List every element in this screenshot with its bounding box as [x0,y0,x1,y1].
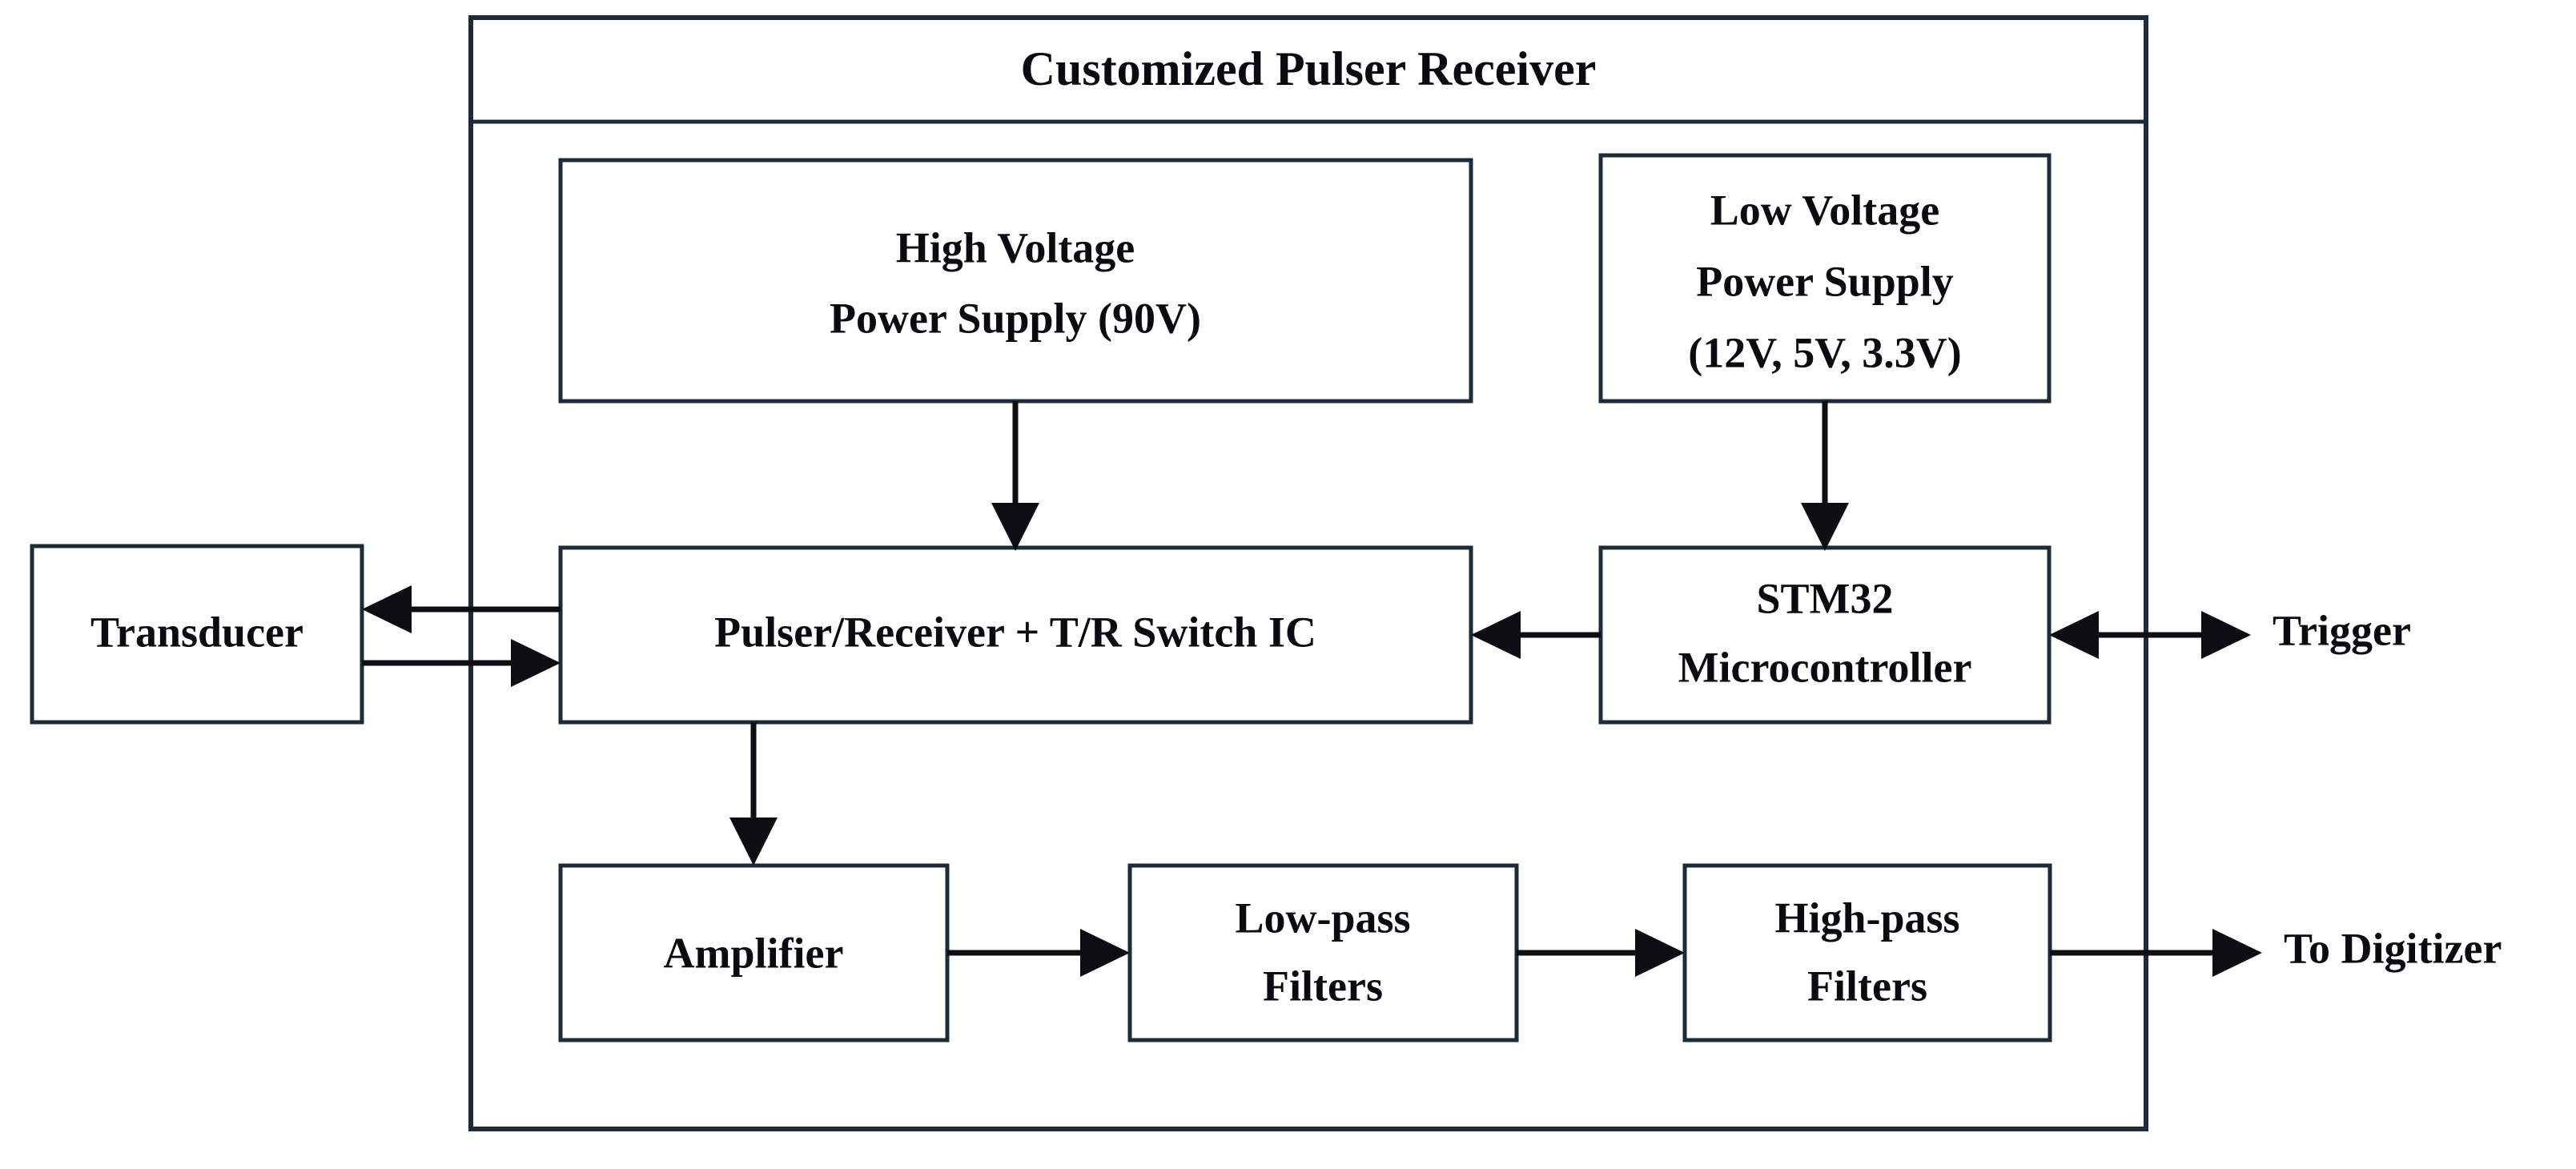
amplifier-label: Amplifier [664,929,844,977]
high-voltage-supply-label-line2: Power Supply (90V) [830,294,1201,342]
low-voltage-supply-label-line3: (12V, 5V, 3.3V) [1688,328,1962,376]
enclosure-title: Customized Pulser Receiver [1021,42,1597,95]
block-stm32-microcontroller[interactable] [1598,545,2052,725]
low-pass-filters-label-line2: Filters [1263,962,1383,1010]
block-transducer[interactable] [30,544,364,725]
connector-hv-to-pulser [991,401,1039,551]
low-pass-filters-label-line1: Low-pass [1235,894,1410,942]
stm32-label-line2: Microcontroller [1678,643,1972,691]
trigger-label: Trigger [2273,606,2411,654]
connector-stm32-to-pulser [1471,611,1601,659]
block-high-pass-filters[interactable] [1682,863,2052,1042]
connector-lowpass-to-highpass [1517,929,1685,977]
pulser-receiver-label: Pulser/Receiver + T/R Switch IC [714,608,1316,656]
transducer-label: Transducer [90,608,303,656]
high-pass-filters-label-line1: High-pass [1774,894,1959,942]
connector-pulser-to-transducer [362,585,561,633]
enclosure-outer-box [468,15,2148,1131]
stm32-label-line1: STM32 [1756,574,1893,622]
connector-amplifier-to-lowpass [947,929,1130,977]
connector-highpass-to-digitizer [2050,929,2262,977]
block-low-voltage-supply[interactable] [1598,153,2052,404]
high-pass-filters-label-line2: Filters [1807,962,1927,1010]
high-voltage-supply-label-line1: High Voltage [896,223,1135,271]
to-digitizer-label: To Digitizer [2284,924,2502,972]
connector-lv-to-stm32 [1801,401,1849,551]
connector-trigger-stm32 [2049,611,2251,659]
connector-transducer-to-pulser [362,639,561,687]
block-high-voltage-supply[interactable] [558,158,1473,404]
block-low-pass-filters[interactable] [1127,863,1519,1042]
connector-pulser-to-amplifier [729,722,778,866]
low-voltage-supply-label-line2: Power Supply [1696,257,1954,305]
low-voltage-supply-label-line1: Low Voltage [1710,186,1940,234]
